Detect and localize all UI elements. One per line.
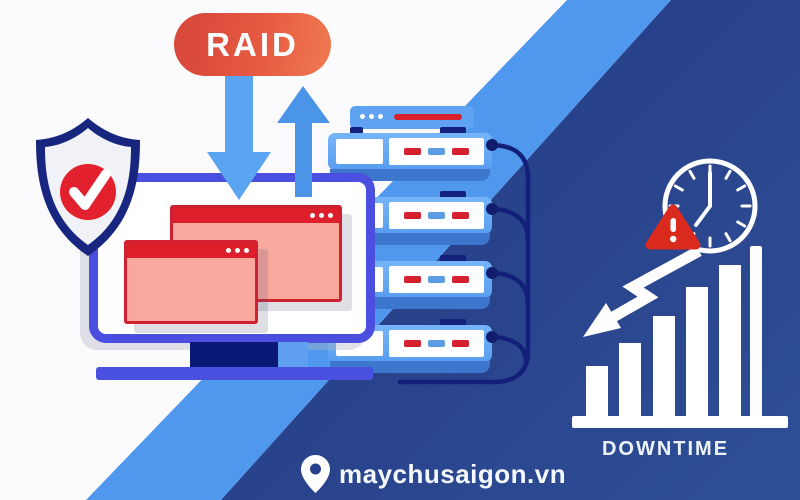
chart-axis-y [750, 246, 762, 422]
downtime-label: DOWNTIME [601, 438, 730, 460]
led-blue [428, 148, 445, 155]
led-red [452, 148, 469, 155]
led-blue [428, 276, 445, 283]
website-label: maychusaigon.vn [339, 459, 567, 489]
window-titlebar [173, 208, 339, 223]
window-titlebar [127, 243, 255, 258]
led-red [404, 212, 421, 219]
monitor-stand-accent [278, 342, 308, 369]
server-tab [440, 127, 466, 134]
raid-label: RAID [206, 25, 299, 63]
cable-connector-dot [486, 267, 498, 279]
server-dot [369, 114, 374, 119]
led-red [404, 148, 421, 155]
server-tab [350, 127, 363, 134]
window-dots-icon [310, 213, 315, 218]
drive-panel [336, 139, 383, 164]
window-dots-icon [244, 248, 249, 253]
led-red [452, 276, 469, 283]
led-red [404, 276, 421, 283]
raid-badge: RAID [174, 13, 331, 76]
led-red [404, 340, 421, 347]
location-pin-icon [301, 455, 330, 493]
server-dot [360, 114, 365, 119]
shield-check-icon [36, 118, 140, 256]
server-dot [378, 114, 383, 119]
window-dots-icon [226, 248, 231, 253]
chart-bar [685, 287, 708, 416]
chart-axis-x [572, 416, 788, 428]
led-red [452, 340, 469, 347]
monitor-base-bar [96, 367, 373, 380]
cable-connector-dot [486, 139, 498, 151]
window-dots-icon [235, 248, 240, 253]
browser-window-front [124, 240, 258, 324]
cable-connector-dot [486, 203, 498, 215]
cable-connector-dot [486, 331, 498, 343]
chart-bar [586, 366, 608, 416]
server-stripe [394, 114, 462, 120]
led-blue [428, 340, 445, 347]
led-red [452, 212, 469, 219]
led-panel [389, 266, 484, 293]
chart-bar [619, 343, 642, 416]
chart-bar [652, 316, 675, 416]
window-dots-icon [319, 213, 324, 218]
trend-down-arrow-icon [583, 246, 702, 337]
clock-icon [662, 158, 758, 254]
led-panel [389, 202, 484, 229]
led-panel [389, 330, 484, 357]
led-blue [428, 212, 445, 219]
server-top-unit [350, 106, 474, 129]
window-dots-icon [328, 213, 333, 218]
led-panel [389, 138, 484, 165]
chart-bar [719, 265, 741, 416]
warning-triangle-icon [645, 204, 701, 250]
monitor-stand-neck [190, 342, 278, 369]
